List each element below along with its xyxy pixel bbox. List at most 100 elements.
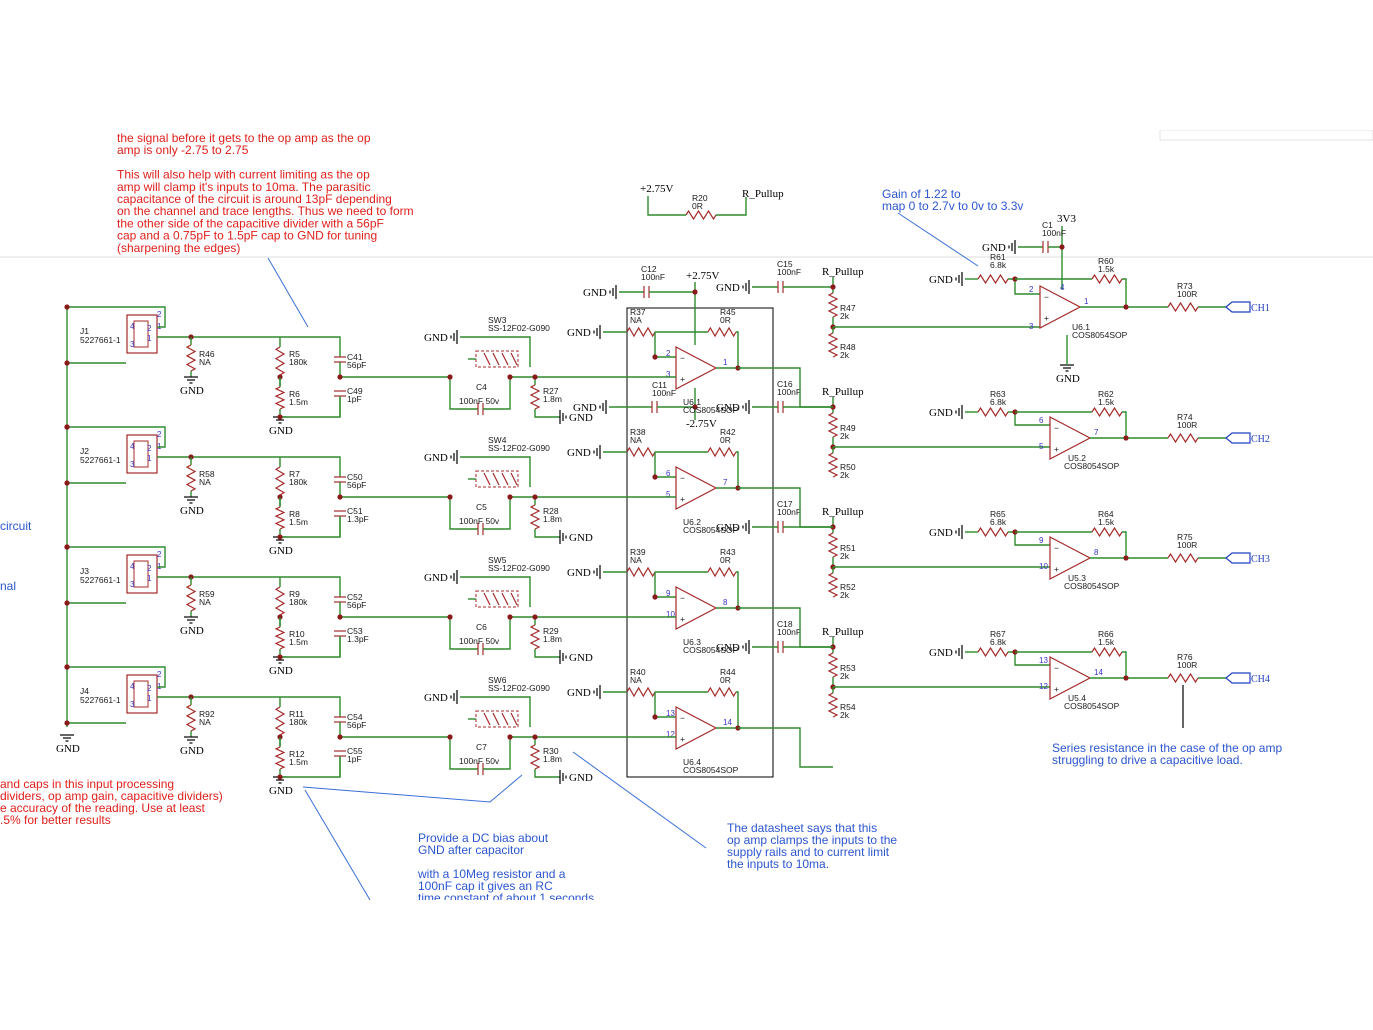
pin-number: 2 [147, 324, 152, 333]
value-label: NA [630, 315, 642, 325]
resistor-gain-feedback [1091, 646, 1123, 658]
value-label: 0R [720, 435, 731, 445]
pin-number: 8 [1094, 548, 1099, 557]
ref-label: C52 [347, 592, 363, 602]
gnd-net-label: GND [567, 687, 591, 699]
pin-number: 2 [147, 564, 152, 573]
resistor-gain-input [977, 646, 1009, 658]
resistor-pullup-top [827, 412, 839, 438]
switch-contact [492, 472, 500, 486]
hint-panel [1159, 130, 1373, 141]
ref-label: R40 [630, 667, 646, 677]
note-pointer-line [572, 751, 707, 849]
resistor-input-na [626, 686, 656, 698]
value-label: 2k [840, 671, 850, 681]
junction-dot [277, 654, 283, 660]
note-line: The datasheet says that this [727, 821, 877, 835]
value-label: 100R [1177, 540, 1197, 550]
ref-label: R5 [289, 349, 300, 359]
switch-contact [492, 712, 500, 726]
junction-dot [652, 354, 658, 360]
value-label: 2k [840, 551, 850, 561]
ref-label: R66 [1098, 629, 1114, 639]
wire [716, 691, 739, 729]
ref-label: R45 [720, 307, 736, 317]
resistor-divider-bottom [274, 746, 286, 770]
value-label: 6.8k [990, 260, 1007, 270]
resistor-divider-bottom [274, 386, 286, 410]
note-pointer-line [302, 774, 523, 803]
resistor-pullup-bottom [827, 692, 839, 718]
resistor-pullup-bottom [827, 572, 839, 598]
schematic-canvas[interactable]: the signal before it gets to the op amp … [0, 130, 1373, 900]
opamp-ref: U5.2 [1068, 453, 1086, 463]
gnd-net-label: GND [424, 332, 448, 344]
gnd-net-label: GND [269, 545, 293, 557]
junction-dot [64, 720, 70, 726]
value-label: 1.5m [289, 517, 308, 527]
junction-dot [277, 414, 283, 420]
gnd-net-label: GND [567, 567, 591, 579]
value-label: 56pF [347, 360, 366, 370]
note-line: the inputs to 10ma. [727, 857, 829, 871]
opamp-ref: U6.3 [683, 637, 701, 647]
gnd-net-label: GND [569, 412, 593, 424]
value-label: 1.8m [543, 634, 562, 644]
value-label: 56pF [347, 720, 366, 730]
ref-label: C54 [347, 712, 363, 722]
wire [460, 696, 531, 727]
ref-label: C18 [777, 619, 793, 629]
value-label: 100nF [1042, 228, 1066, 238]
pin-number: 4 [130, 442, 135, 451]
pin-number: 1 [147, 454, 152, 463]
value-label: 100nF 50v [459, 636, 500, 646]
pin-number: 8 [723, 598, 728, 607]
junction-dot [507, 614, 513, 620]
pin-number: 14 [1094, 668, 1103, 677]
gnd-net-label: GND [180, 745, 204, 757]
ref-label: R42 [720, 427, 736, 437]
gnd-net-label: GND [180, 505, 204, 517]
resistor-gain-feedback [1091, 273, 1123, 285]
ref-label: R58 [199, 469, 215, 479]
gnd-net-label: GND [180, 385, 204, 397]
resistor-bias [529, 384, 541, 410]
junction-dot [277, 534, 283, 540]
wire [1008, 651, 1050, 666]
gnd-net-label: GND [567, 327, 591, 339]
ref-label: R51 [840, 543, 856, 553]
blue-note-nal: nal [0, 579, 16, 593]
resistor-na [185, 584, 197, 612]
gnd-net-label: GND [716, 522, 740, 534]
pin-number: 2 [147, 684, 152, 693]
value-label: 2k [840, 311, 850, 321]
red-note-bottom: and caps in this input processingdivider… [0, 777, 223, 827]
pin-number: 4 [1060, 283, 1065, 292]
connector-body [133, 320, 149, 348]
ref-label: R28 [543, 506, 559, 516]
pin-number: 12 [666, 730, 675, 739]
pin-number: 7 [723, 478, 728, 487]
switch-contact [483, 712, 491, 726]
value-label: 1.5m [289, 397, 308, 407]
switch-contact [501, 352, 509, 366]
ref-label: R75 [1177, 532, 1193, 542]
wire [280, 576, 341, 597]
opamp-part: COS8054SOP [683, 405, 739, 415]
wire [449, 617, 478, 650]
pin-number: 2 [157, 670, 162, 679]
pin-number: 3 [1029, 322, 1034, 331]
ref-label: R12 [289, 749, 305, 759]
ref-label: C7 [476, 742, 487, 752]
resistor-gain-input [977, 406, 1009, 418]
opamp-gain [1049, 536, 1092, 580]
opamp-gain [1049, 656, 1092, 700]
ref-label: R60 [1098, 256, 1114, 266]
resistor-series [1167, 672, 1199, 684]
resistor-pullup-bottom [827, 452, 839, 478]
gnd-net-label: GND [583, 287, 607, 299]
note-line: with a 10Meg resistor and a [417, 867, 566, 881]
ref-label: C15 [777, 259, 793, 269]
ref-label: R65 [990, 509, 1006, 519]
